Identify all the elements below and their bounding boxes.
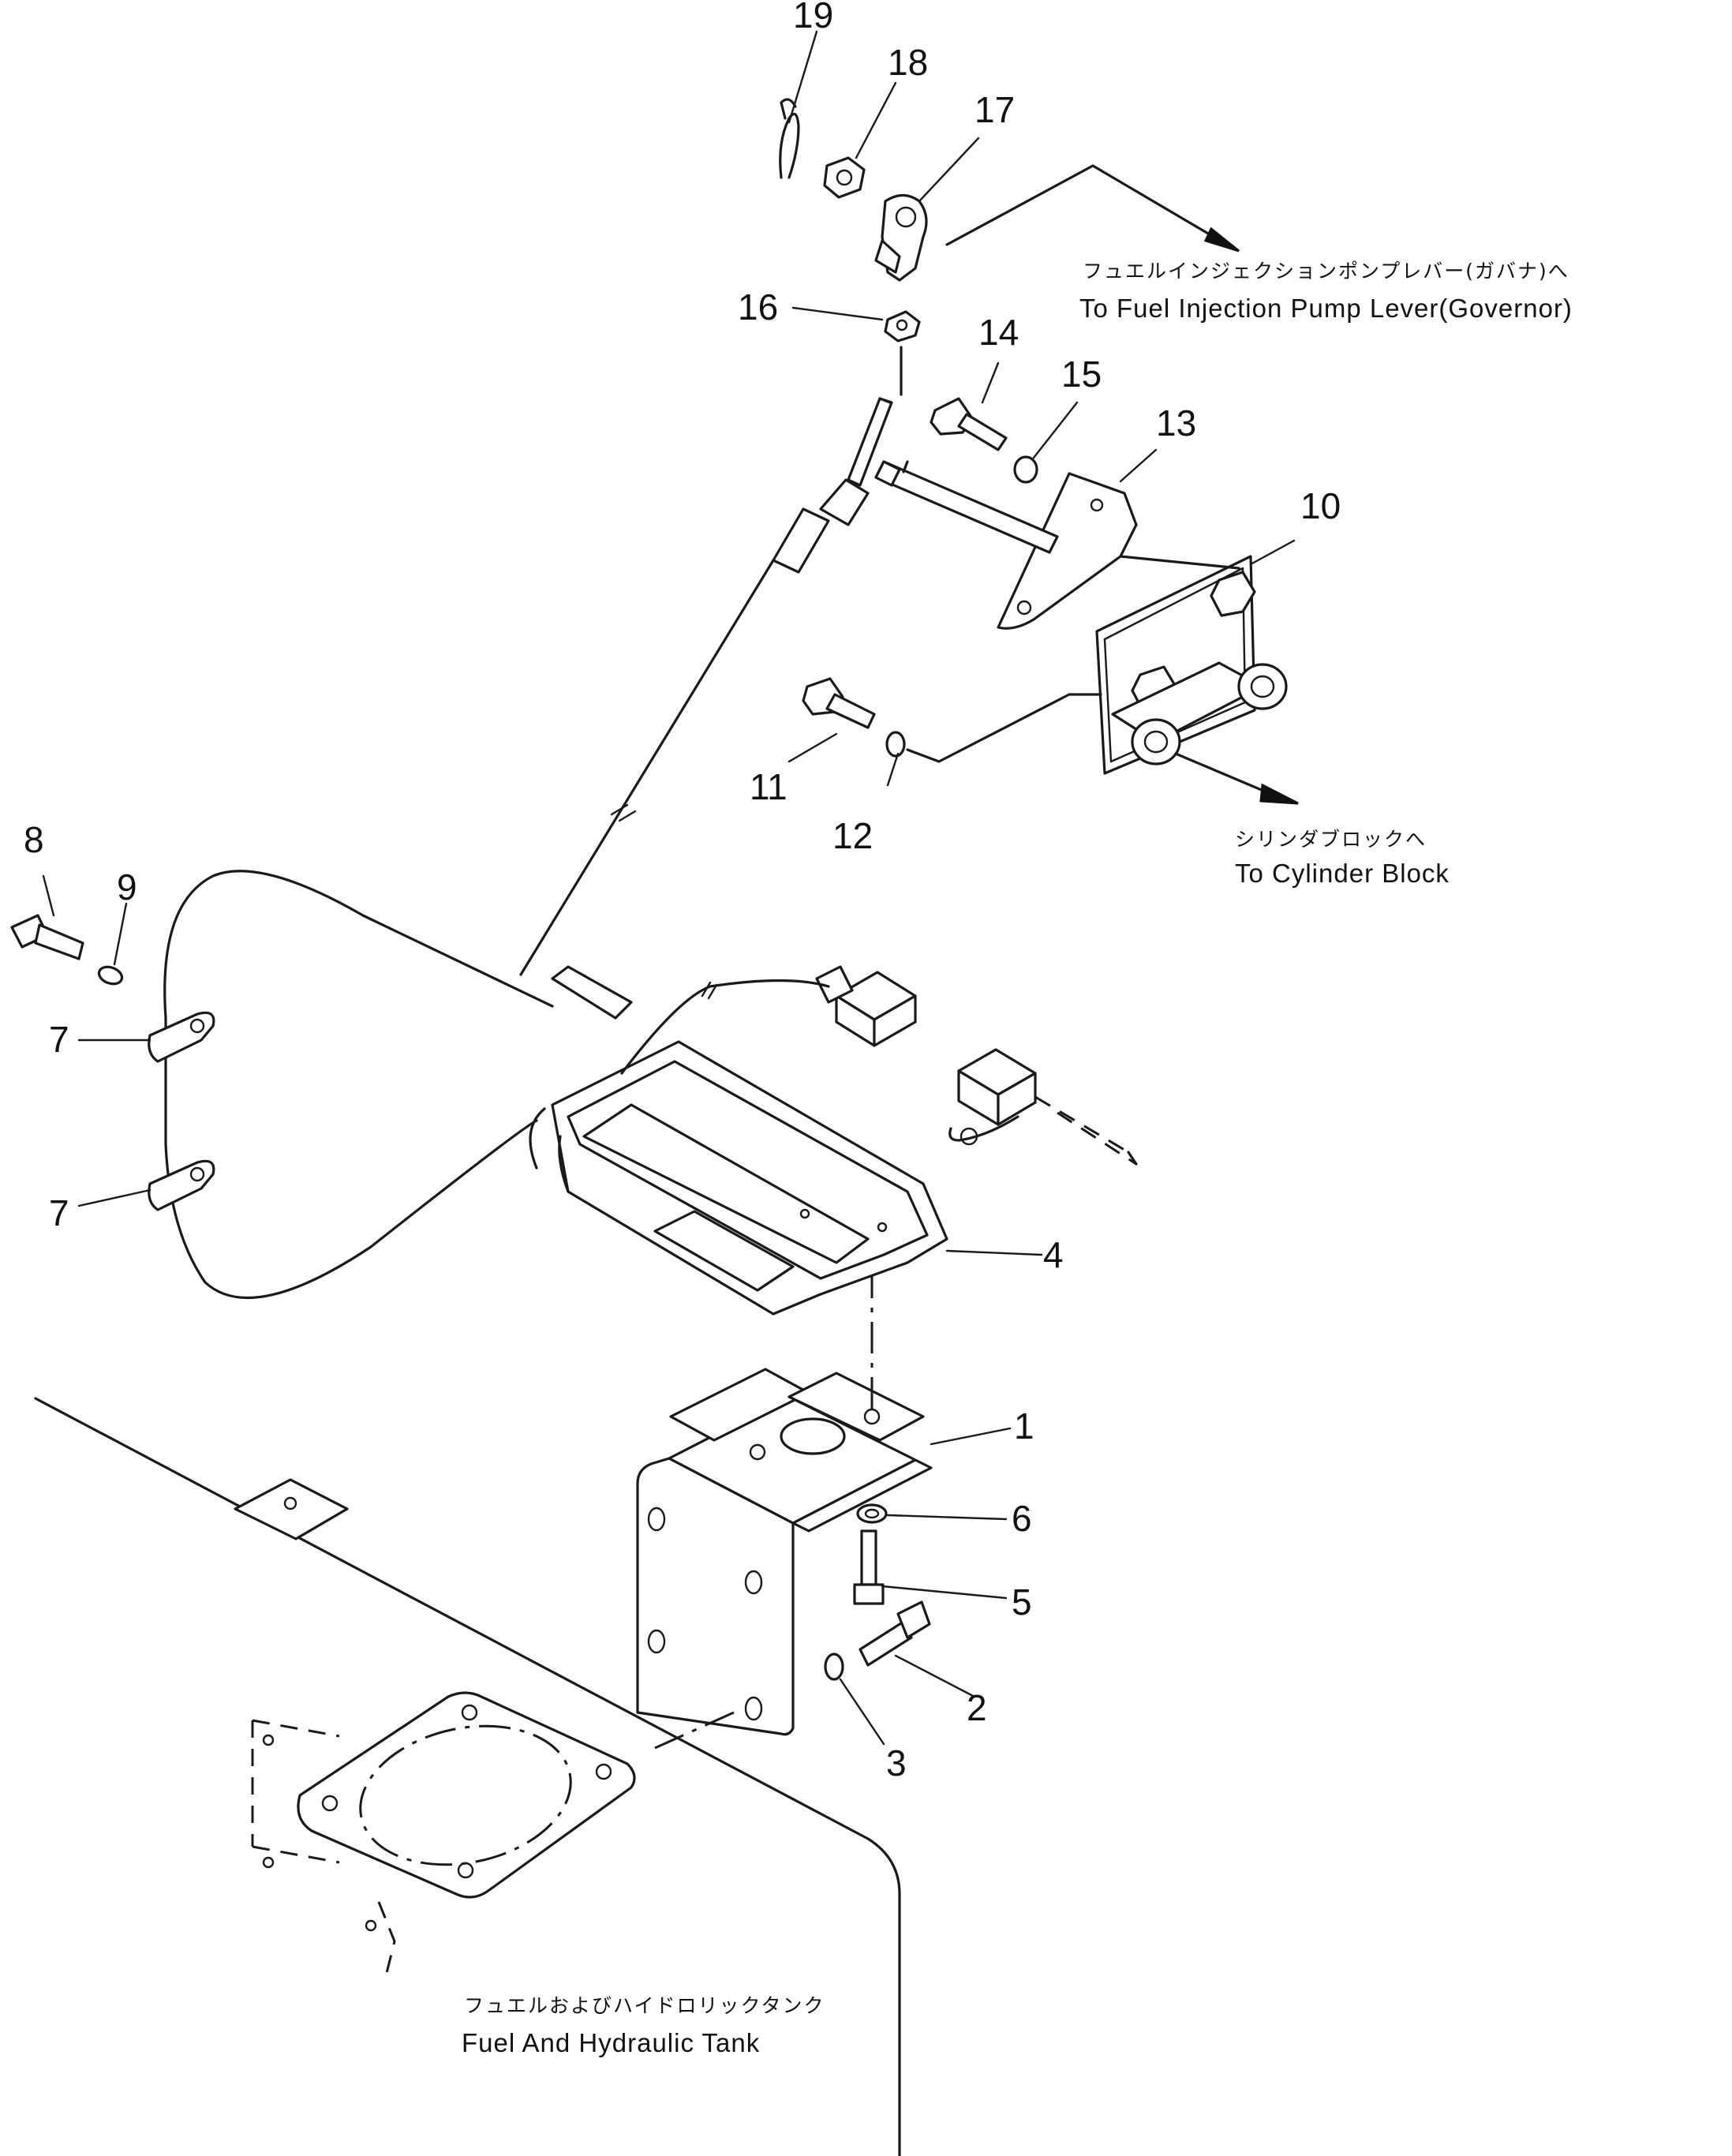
- callout-8: 8: [24, 819, 44, 860]
- callout-4: 4: [1043, 1234, 1064, 1275]
- callout-17: 17: [974, 89, 1015, 130]
- governor-arrow: [945, 164, 1240, 253]
- washer-part-9: [97, 965, 124, 986]
- destination-labels: フュエルインジェクションポンプレバー(ガバナ)へ To Fuel Injecti…: [462, 260, 1573, 2057]
- callout-1: 1: [1014, 1406, 1034, 1447]
- washer-part-15: [1013, 455, 1038, 484]
- break-mark: [701, 981, 718, 1000]
- callout-leaders: [42, 30, 1296, 1746]
- callout-16: 16: [738, 286, 778, 328]
- connector-socket: [948, 1048, 1138, 1166]
- callout-2: 2: [967, 1687, 987, 1728]
- cable-loop: [163, 870, 554, 1300]
- leader-cylinder: [906, 693, 1102, 763]
- clamp-part-7-lower: [148, 1159, 215, 1211]
- connector-plug: [815, 965, 917, 1047]
- tank-label-en: Fuel And Hydraulic Tank: [462, 2028, 760, 2057]
- callout-15: 15: [1061, 354, 1102, 395]
- cylinder-label-en: To Cylinder Block: [1235, 859, 1450, 888]
- nut-part-18: [823, 156, 866, 199]
- callout-9: 9: [117, 867, 137, 908]
- callout-numbers: 1 2 3 4 5 6 7 7 8 9 10 11 12 13 14 15 16…: [24, 0, 1341, 1784]
- callout-6: 6: [1012, 1498, 1032, 1539]
- bolt-part-8: [10, 914, 84, 960]
- bolt-part-11: [802, 677, 876, 729]
- callout-10: 10: [1300, 485, 1341, 526]
- harness-wire: [620, 979, 830, 1075]
- washer-part-3: [824, 1653, 844, 1681]
- callout-18: 18: [888, 42, 928, 83]
- tank-label-jp: フュエルおよびハイドロリックタンク: [464, 1994, 825, 2017]
- cylinder-label-jp: シリンダブロックへ: [1235, 828, 1427, 851]
- callout-3: 3: [886, 1742, 907, 1784]
- callout-5: 5: [1012, 1581, 1032, 1623]
- callout-11: 11: [750, 766, 787, 807]
- callout-7-upper: 7: [49, 1019, 69, 1060]
- governor-label-jp: フュエルインジェクションポンプレバー(ガバナ)へ: [1083, 260, 1569, 283]
- bolt-part-5: [853, 1529, 885, 1605]
- bolt-part-2: [859, 1600, 931, 1667]
- governor-label-en: To Fuel Injection Pump Lever(Governor): [1079, 294, 1573, 323]
- washer-part-6: [856, 1503, 888, 1524]
- bolt-part-14: [930, 397, 1008, 451]
- callout-19: 19: [793, 0, 833, 36]
- mounting-plate-part-10: [1095, 555, 1288, 775]
- cotter-pin-part-19: [779, 98, 800, 179]
- clamp-part-7-upper: [148, 1011, 215, 1063]
- fuel-hydraulic-tank: [34, 1397, 901, 2156]
- nut-part-16: [884, 310, 921, 342]
- lever-bracket-part-13: [874, 460, 1138, 630]
- callout-12: 12: [832, 815, 873, 856]
- governor-motor-part-4: [529, 965, 948, 1316]
- washer-part-12: [885, 731, 906, 758]
- callout-13: 13: [1156, 402, 1196, 444]
- callout-14: 14: [978, 312, 1019, 353]
- rod-end-part-17: [874, 193, 928, 282]
- cylinder-arrow: [1174, 752, 1299, 805]
- callout-7-lower: 7: [49, 1192, 69, 1233]
- control-cable: [519, 346, 903, 976]
- bracket-part-1: [636, 1275, 933, 1750]
